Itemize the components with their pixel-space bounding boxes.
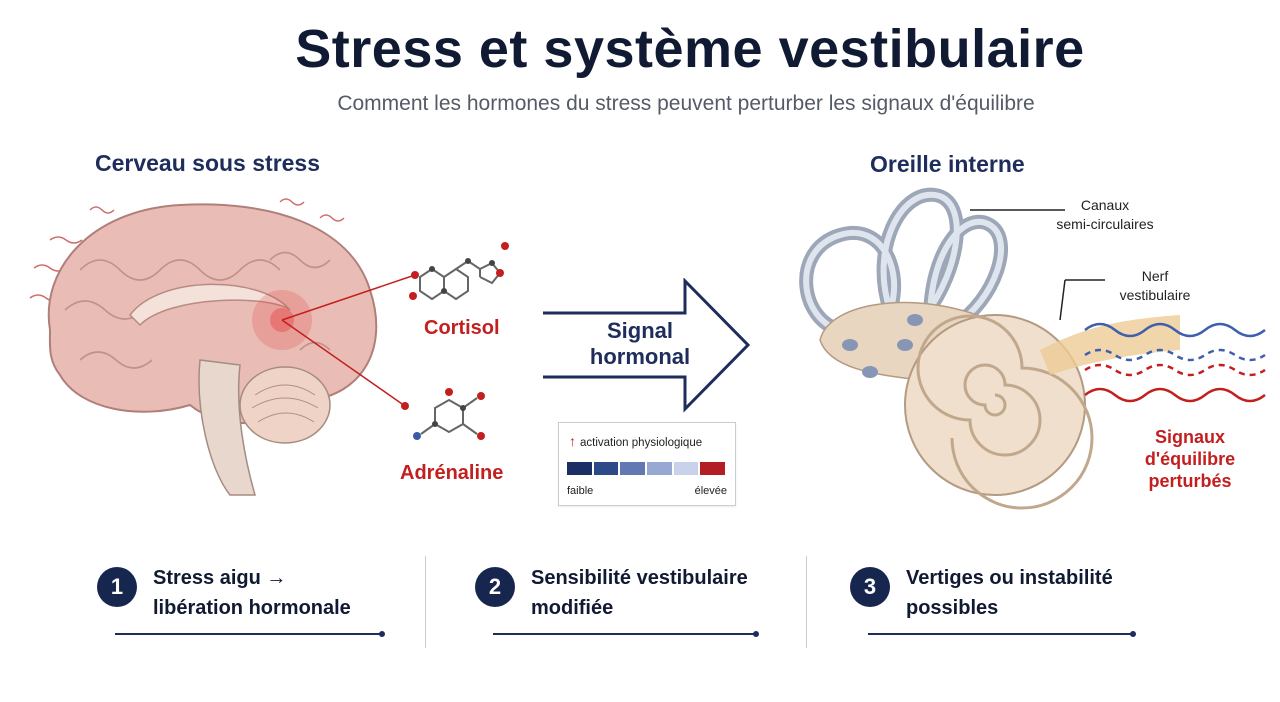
legend-low-label: faible <box>567 485 594 497</box>
brainstem <box>198 359 256 496</box>
vestibular-nerve-label: Nerf vestibulaire <box>1119 268 1191 303</box>
activation-legend: ↑ activation physiologique faible élevée <box>558 422 736 506</box>
step-number: 2 <box>475 567 515 607</box>
signal-arrow-icon <box>543 278 751 413</box>
step-text: Vertiges ou instabilité possibles <box>906 567 1113 619</box>
ear-section-title: Oreille interne <box>870 151 1025 177</box>
cortisol-molecule-icon <box>409 242 509 301</box>
step-divider <box>806 556 807 648</box>
cortisol-label: Cortisol <box>424 317 500 339</box>
corpus-callosum <box>129 283 291 327</box>
disturbed-signals-label: Signaux d'équilibre perturbés <box>1144 427 1236 491</box>
brain-section-title: Cerveau sous stress <box>95 150 321 176</box>
step-text: Stress aigu → libération hormonale <box>153 567 351 619</box>
step-text: Sensibilité vestibulaire modifiée <box>531 567 748 619</box>
cerebellum <box>239 366 331 444</box>
adrenaline-label: Adrénaline <box>400 462 504 484</box>
legend-color-scale <box>567 462 726 475</box>
stress-waves <box>29 198 345 302</box>
step-number: 1 <box>97 567 137 607</box>
step-divider <box>425 556 426 648</box>
legend-high-label: élevée <box>694 485 727 497</box>
disrupted-signals <box>1084 322 1266 403</box>
legend-title: activation physiologique <box>580 437 703 449</box>
page-title: Stress et système vestibulaire <box>295 19 1085 79</box>
signal-hormonal-label: Signal hormonal <box>589 318 691 369</box>
brain-gyri <box>64 251 331 369</box>
semicircular-canals-label: Canaux semi-circulaires <box>1056 197 1154 232</box>
adrenaline-molecule-icon <box>413 388 485 440</box>
inner-ear-illustration <box>799 187 1266 510</box>
page-subtitle: Comment les hormones du stress peuvent p… <box>337 92 1035 115</box>
brain-illustration <box>29 198 419 496</box>
step-number: 3 <box>850 567 890 607</box>
arrow-up-icon: ↑ <box>569 433 576 449</box>
